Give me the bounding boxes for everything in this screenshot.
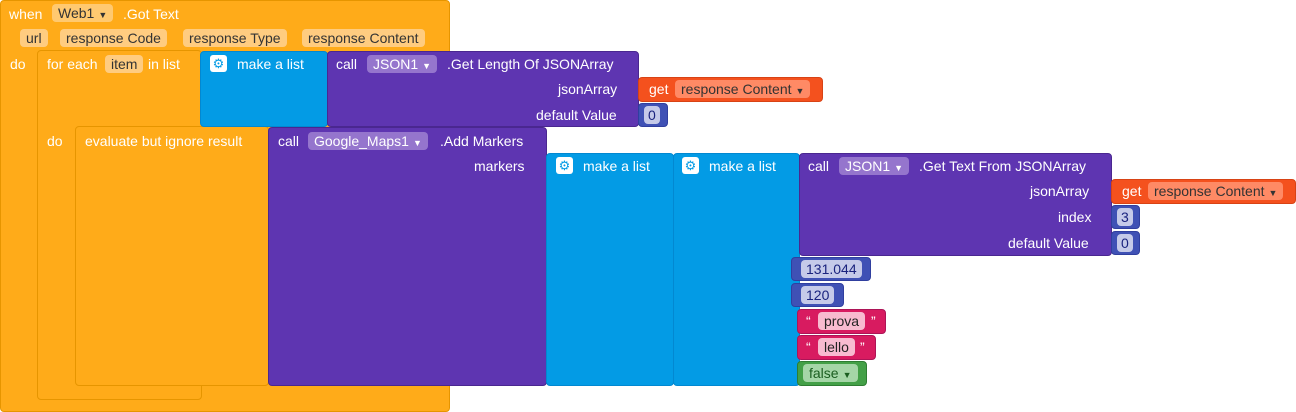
dropdown-arrow-icon: ▼: [842, 370, 852, 380]
param-response-code[interactable]: response Code: [60, 29, 167, 47]
foreach-do-label: do: [47, 133, 63, 149]
get-var-label: response Content: [681, 81, 792, 97]
call-label: call: [808, 158, 830, 174]
param-url[interactable]: url: [20, 29, 48, 47]
make-list-label: make a list: [237, 56, 304, 72]
json1-label: JSON1: [373, 56, 419, 72]
make-list-block-outer[interactable]: [546, 153, 674, 386]
get-label: get: [649, 81, 669, 97]
number-field[interactable]: 0: [644, 106, 660, 124]
dropdown-arrow-icon: ▼: [894, 163, 904, 173]
dropdown-arrow-icon: ▼: [795, 86, 805, 96]
google-maps-label: Google_Maps1: [314, 133, 409, 149]
make-list-block-inner[interactable]: [673, 153, 800, 386]
quote-open-icon: “: [806, 313, 811, 329]
default-value-label: default Value: [1008, 235, 1089, 251]
boolean-label: false: [809, 365, 839, 381]
dropdown-arrow-icon: ▼: [422, 61, 432, 71]
number-field[interactable]: 120: [801, 286, 835, 304]
quote-close-icon: ”: [860, 339, 865, 355]
markers-label: markers: [474, 158, 525, 174]
get-var-dropdown[interactable]: response Content▼: [675, 80, 811, 98]
quote-open-icon: “: [806, 339, 811, 355]
when-label: when: [9, 6, 43, 22]
get-text-method-label: .Get Text From JSONArray: [919, 158, 1086, 174]
dropdown-arrow-icon: ▼: [1268, 188, 1278, 198]
default-value-label: default Value: [536, 107, 617, 123]
json1-dropdown[interactable]: JSON1▼: [839, 157, 910, 175]
json1-dropdown[interactable]: JSON1▼: [367, 55, 438, 73]
param-response-type[interactable]: response Type: [183, 29, 287, 47]
call-label: call: [336, 56, 358, 72]
quote-close-icon: ”: [871, 313, 876, 329]
evaluate-ignore-block[interactable]: [75, 126, 269, 386]
dropdown-arrow-icon: ▼: [98, 10, 108, 20]
json-array-label: jsonArray: [558, 81, 618, 97]
json-array-label: jsonArray: [1030, 183, 1090, 199]
number-field[interactable]: 131.044: [801, 260, 862, 278]
event-do-label: do: [10, 56, 26, 72]
event-component-dropdown[interactable]: Web1▼: [52, 4, 114, 22]
foreach-label: for each: [47, 56, 98, 72]
add-markers-block[interactable]: [268, 127, 547, 386]
json1-label: JSON1: [845, 158, 891, 174]
param-response-content[interactable]: response Content: [302, 29, 425, 47]
get-label: get: [1122, 183, 1142, 199]
make-list-label: make a list: [583, 158, 650, 174]
get-var-dropdown[interactable]: response Content▼: [1148, 182, 1284, 200]
dropdown-arrow-icon: ▼: [412, 138, 422, 148]
mutator-gear-icon[interactable]: ⚙: [556, 157, 573, 174]
number-field[interactable]: 3: [1117, 208, 1133, 226]
in-list-label: in list: [148, 56, 180, 72]
text-field[interactable]: lello: [818, 338, 855, 356]
event-name-label: .Got Text: [123, 6, 179, 22]
number-field[interactable]: 0: [1117, 234, 1133, 252]
evaluate-label: evaluate but ignore result: [85, 133, 243, 149]
event-component-label: Web1: [58, 5, 95, 21]
text-field[interactable]: prova: [818, 312, 866, 330]
call-label: call: [278, 133, 300, 149]
add-markers-method-label: .Add Markers: [440, 133, 524, 149]
get-length-method-label: .Get Length Of JSONArray: [447, 56, 614, 72]
mutator-gear-icon[interactable]: ⚙: [682, 157, 699, 174]
get-var-label: response Content: [1154, 183, 1265, 199]
google-maps-dropdown[interactable]: Google_Maps1▼: [308, 132, 428, 150]
index-label: index: [1058, 209, 1092, 225]
make-list-label: make a list: [709, 158, 776, 174]
boolean-dropdown[interactable]: false▼: [803, 364, 858, 382]
mutator-gear-icon[interactable]: ⚙: [210, 55, 227, 72]
foreach-var-chip[interactable]: item: [105, 55, 144, 73]
